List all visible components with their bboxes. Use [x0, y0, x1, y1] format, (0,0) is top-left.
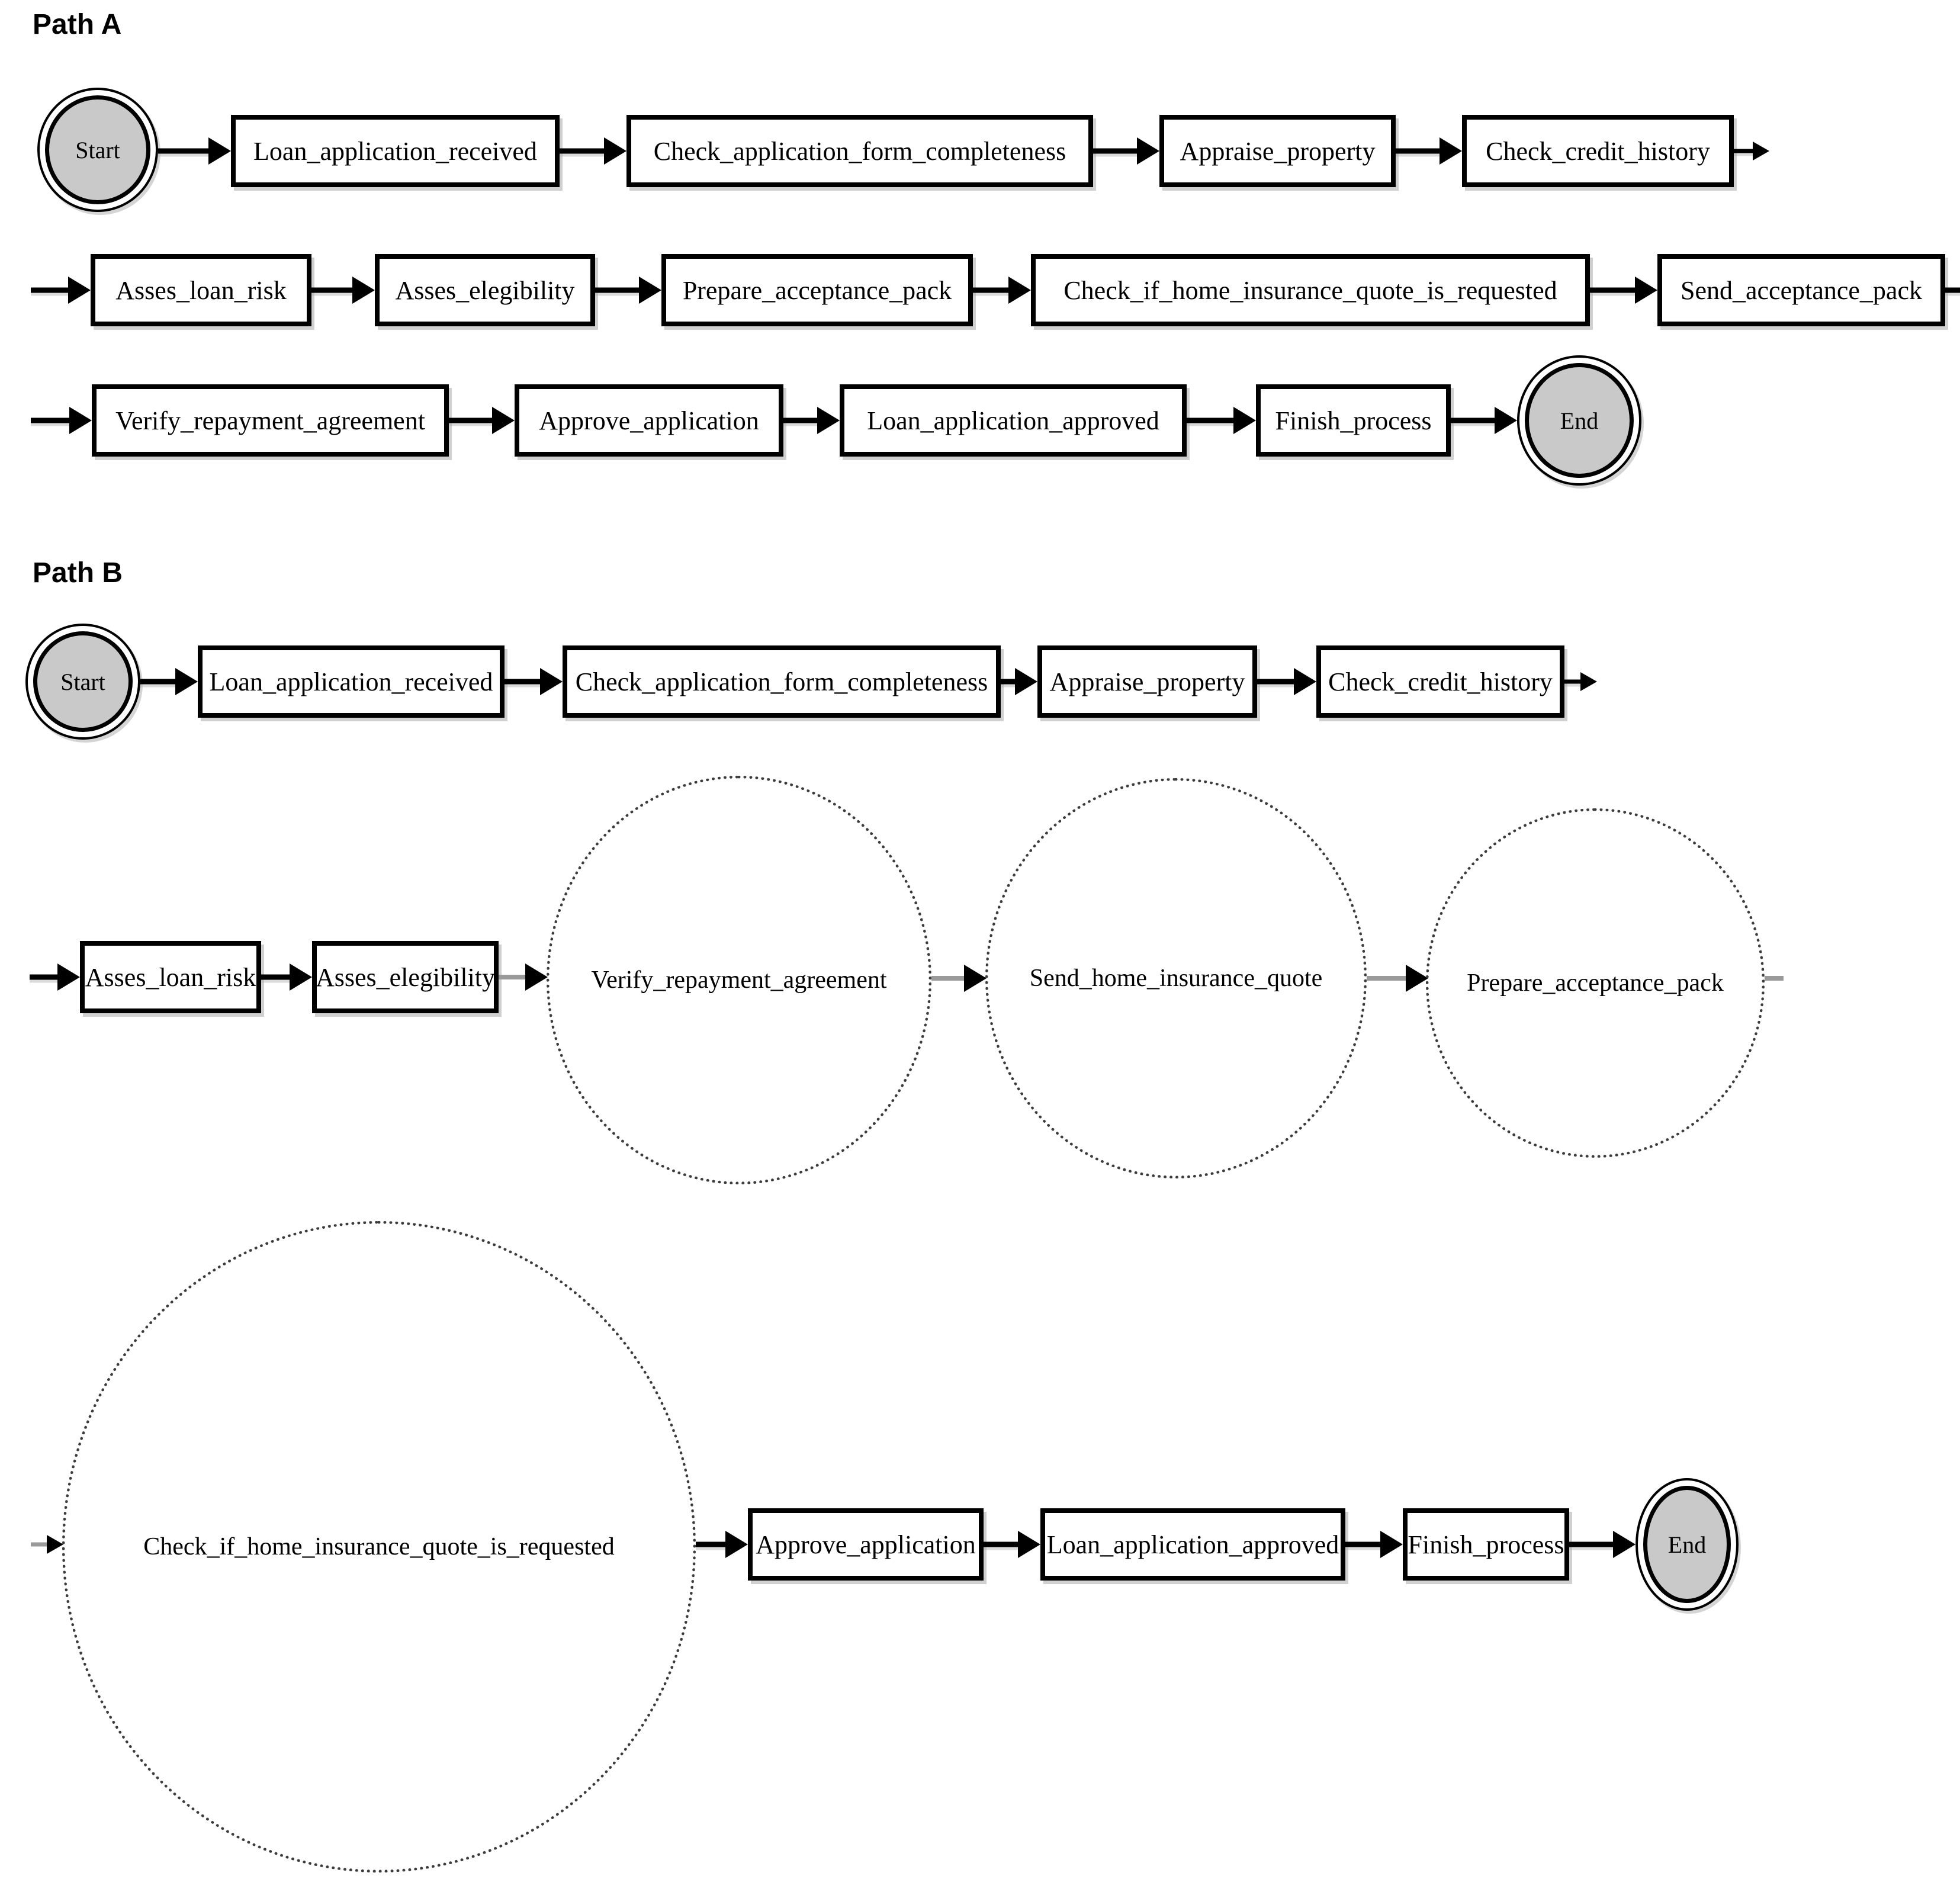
task-node: Finish_process — [1256, 384, 1451, 457]
path-b-label: Path B — [33, 557, 123, 589]
flow-arrow — [449, 407, 515, 434]
flow-arrow — [1396, 137, 1462, 165]
dotted-task-node: Prepare_acceptance_pack — [1426, 808, 1765, 1158]
task-node: Appraise_property — [1037, 645, 1257, 718]
end-node-label: End — [1525, 363, 1634, 478]
task-node: Approve_application — [515, 384, 783, 457]
task-node: Check_application_form_completeness — [563, 645, 1001, 718]
end-node: End — [1517, 355, 1641, 486]
task-node: Check_if_home_insurance_quote_is_request… — [1031, 254, 1590, 326]
end-node-label: End — [1643, 1486, 1731, 1603]
flow-arrow — [1257, 668, 1316, 695]
task-node: Send_acceptance_pack — [1657, 254, 1945, 326]
flow-arrow — [1093, 137, 1159, 165]
task-node: Loan_application_received — [198, 645, 505, 718]
start-node-label: Start — [45, 95, 150, 204]
task-node: Asses_elegibility — [312, 941, 499, 1013]
task-node: Asses_loan_risk — [80, 941, 261, 1013]
task-node: Finish_process — [1403, 1508, 1569, 1581]
flow-arrow — [783, 407, 840, 434]
flow-arrow — [560, 137, 626, 165]
flow-arrow — [311, 277, 375, 304]
task-node: Loan_application_approved — [840, 384, 1187, 457]
task-node: Loan_application_approved — [1040, 1508, 1345, 1581]
continuation-stub — [1945, 277, 1960, 304]
flow-arrow — [1590, 277, 1657, 304]
flow-arrow — [1569, 1531, 1636, 1558]
flow-arrow — [595, 277, 661, 304]
start-node: Start — [25, 624, 140, 740]
flow-arrow — [140, 668, 198, 695]
flow-arrow — [261, 963, 312, 991]
start-node-label: Start — [33, 631, 133, 732]
dotted-task-node: Verify_repayment_agreement — [547, 776, 931, 1184]
flow-arrow — [973, 277, 1031, 304]
continuation-arrow — [31, 1531, 63, 1558]
task-node: Check_credit_history — [1316, 645, 1564, 718]
path-a-label: Path A — [33, 9, 122, 40]
start-node: Start — [37, 88, 158, 212]
dotted-task-node: Check_if_home_insurance_quote_is_request… — [62, 1221, 696, 1872]
task-node: Appraise_property — [1159, 115, 1396, 187]
flow-arrow — [984, 1531, 1040, 1558]
flow-arrow — [696, 1531, 748, 1558]
task-node: Asses_loan_risk — [91, 254, 311, 326]
task-node: Check_application_form_completeness — [626, 115, 1093, 187]
end-node: End — [1636, 1478, 1739, 1611]
task-node: Loan_application_received — [231, 115, 560, 187]
continuation-arrow — [31, 277, 91, 304]
continuation-arrow — [31, 407, 92, 434]
flow-arrow — [1451, 407, 1517, 434]
flow-arrow — [1187, 407, 1256, 434]
muted-flow-arrow — [931, 965, 987, 992]
muted-flow-arrow — [499, 963, 548, 991]
flow-arrow — [1345, 1531, 1403, 1558]
task-node: Prepare_acceptance_pack — [661, 254, 973, 326]
flow-arrow — [158, 137, 231, 165]
task-node: Verify_repayment_agreement — [92, 384, 449, 457]
task-node: Check_credit_history — [1462, 115, 1734, 187]
flow-arrow — [1001, 668, 1037, 695]
task-node: Approve_application — [748, 1508, 984, 1581]
task-node: Asses_elegibility — [375, 254, 595, 326]
continuation-arrow — [30, 963, 80, 991]
continuation-arrow — [1564, 668, 1597, 695]
muted-flow-arrow — [1367, 965, 1428, 992]
dotted-task-node: Send_home_insurance_quote — [985, 778, 1367, 1178]
flow-arrow — [505, 668, 563, 695]
continuation-stub — [1765, 965, 1784, 992]
continuation-arrow — [1734, 137, 1769, 165]
